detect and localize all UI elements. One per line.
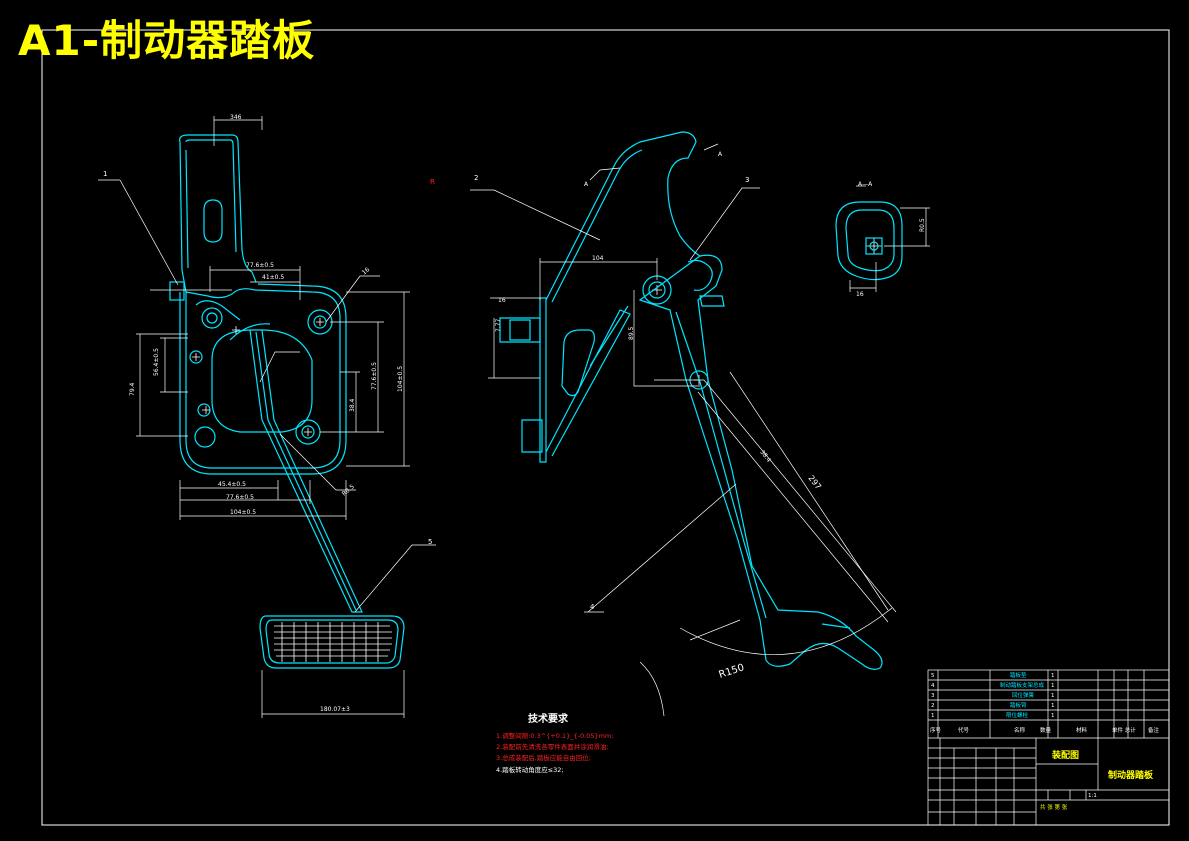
parts-row-qty: 1 xyxy=(1051,713,1055,719)
scale: 1:1 xyxy=(1088,793,1097,799)
dim-text: 16 xyxy=(361,266,371,276)
section-a-a xyxy=(835,201,903,281)
front-view-dim-texts: 346 77.6±0.5 41±0.5 45.4±0.5 77.6±0.5 10… xyxy=(129,114,404,713)
side-view xyxy=(499,131,883,670)
part-balloons: 1 2 3 4 5 xyxy=(103,170,749,611)
parts-row-qty: 1 xyxy=(1051,703,1055,709)
dim-text: 38.4 xyxy=(758,449,772,464)
parts-row-no: 2 xyxy=(931,703,935,709)
requirement-item: 3.总成装配后,踏板应能自由回位; xyxy=(496,753,591,762)
front-view xyxy=(169,134,405,669)
header-remark: 备注 xyxy=(1148,726,1160,734)
balloon-5: 5 xyxy=(428,538,432,546)
balloon-3: 3 xyxy=(745,176,749,184)
pedal-tread-pattern xyxy=(274,622,392,662)
requirements-heading: 技术要求 xyxy=(528,712,569,725)
dim-text: 77.6±0.5 xyxy=(226,494,254,501)
center-marks xyxy=(192,238,882,436)
sheet-count: 共 张 第 张 xyxy=(1040,803,1068,811)
header-qty: 数量 xyxy=(1040,726,1052,734)
dim-text: 41±0.5 xyxy=(262,274,284,281)
parts-row-name: 踏板臂 xyxy=(1010,701,1027,709)
title-block xyxy=(927,669,1170,826)
header-material: 材料 xyxy=(1076,726,1088,734)
dim-text: 16 xyxy=(856,291,864,298)
drawing-frame xyxy=(41,29,1170,826)
dim-text: 56.4±0.5 xyxy=(153,348,160,376)
dim-text: 77.6±0.5 xyxy=(371,362,378,390)
parts-row-name: 回位弹簧 xyxy=(1012,691,1035,699)
dim-text: 77.6±0.5 xyxy=(246,262,274,269)
dim-text: 79.4 xyxy=(129,382,136,396)
dim-text: 104±0.5 xyxy=(397,366,404,392)
section-dim-texts: A—A R0.5 16 A A xyxy=(584,151,926,298)
side-view-dimensions xyxy=(470,143,897,717)
technical-requirements: 技术要求 1.调整间隙:0.3^{+0.1}_{-0.05}mm; 2.装配前先… xyxy=(496,712,613,774)
drawing-type: 装配图 xyxy=(1051,749,1079,761)
parts-row-name: 限位螺栓 xyxy=(1006,711,1029,719)
parts-row-no: 5 xyxy=(931,673,935,679)
requirement-item: 1.调整间隙:0.3^{+0.1}_{-0.05}mm; xyxy=(496,731,613,740)
dim-text: 297 xyxy=(806,474,823,492)
parts-row-qty: 1 xyxy=(1051,683,1055,689)
front-view-dimensions xyxy=(98,116,436,718)
section-label: A—A xyxy=(858,181,873,188)
drawing-title: A1-制动器踏板 xyxy=(18,16,316,65)
header-code: 代号 xyxy=(958,726,970,734)
side-view-dim-texts: 104 16 7.77 89.5 297 38.4 R150 xyxy=(495,255,823,681)
requirement-item: 2.装配前先清洗各零件表面并涂润滑油; xyxy=(496,742,608,751)
dim-text: R0.5 xyxy=(341,483,356,497)
parts-row-qty: 1 xyxy=(1051,693,1055,699)
dim-text: 180.07±3 xyxy=(320,706,350,713)
balloon-2: 2 xyxy=(474,174,478,182)
dim-text: 104 xyxy=(592,255,604,262)
dim-text: R0.5 xyxy=(919,218,926,232)
parts-row-no: 1 xyxy=(931,713,935,719)
dim-text: 89.5 xyxy=(628,326,635,340)
parts-list-texts: 5 踏板垫 1 4 制动踏板支架总成 1 3 回位弹簧 1 2 踏板臂 1 1 … xyxy=(930,671,1160,811)
balloon-1: 1 xyxy=(103,170,107,178)
header-name: 名称 xyxy=(1014,726,1026,734)
dim-text: 45.4±0.5 xyxy=(218,481,246,488)
parts-row-qty: 1 xyxy=(1051,673,1055,679)
dim-text: 38.4 xyxy=(349,398,356,412)
r-mark: R xyxy=(430,178,435,186)
dim-text: 16 xyxy=(498,297,506,304)
section-dimensions xyxy=(849,185,930,292)
parts-row-no: 4 xyxy=(931,683,935,689)
parts-row-name: 制动踏板支架总成 xyxy=(1000,681,1045,689)
requirement-item: 4.踏板转动角度应≤32; xyxy=(496,765,564,774)
parts-row-no: 3 xyxy=(931,693,935,699)
dim-text: R150 xyxy=(718,662,746,681)
dim-text: 346 xyxy=(230,114,242,121)
section-label: A xyxy=(584,181,589,188)
header-no: 序号 xyxy=(930,726,942,734)
parts-row-name: 踏板垫 xyxy=(1010,671,1027,679)
balloon-4: 4 xyxy=(590,603,595,611)
dim-text: 104±0.5 xyxy=(230,509,256,516)
section-label: A xyxy=(718,151,723,158)
header-mass: 单件 总计 xyxy=(1112,726,1136,734)
dim-text: 7.77 xyxy=(495,318,502,332)
drawing-name: 制动器踏板 xyxy=(1108,769,1154,781)
